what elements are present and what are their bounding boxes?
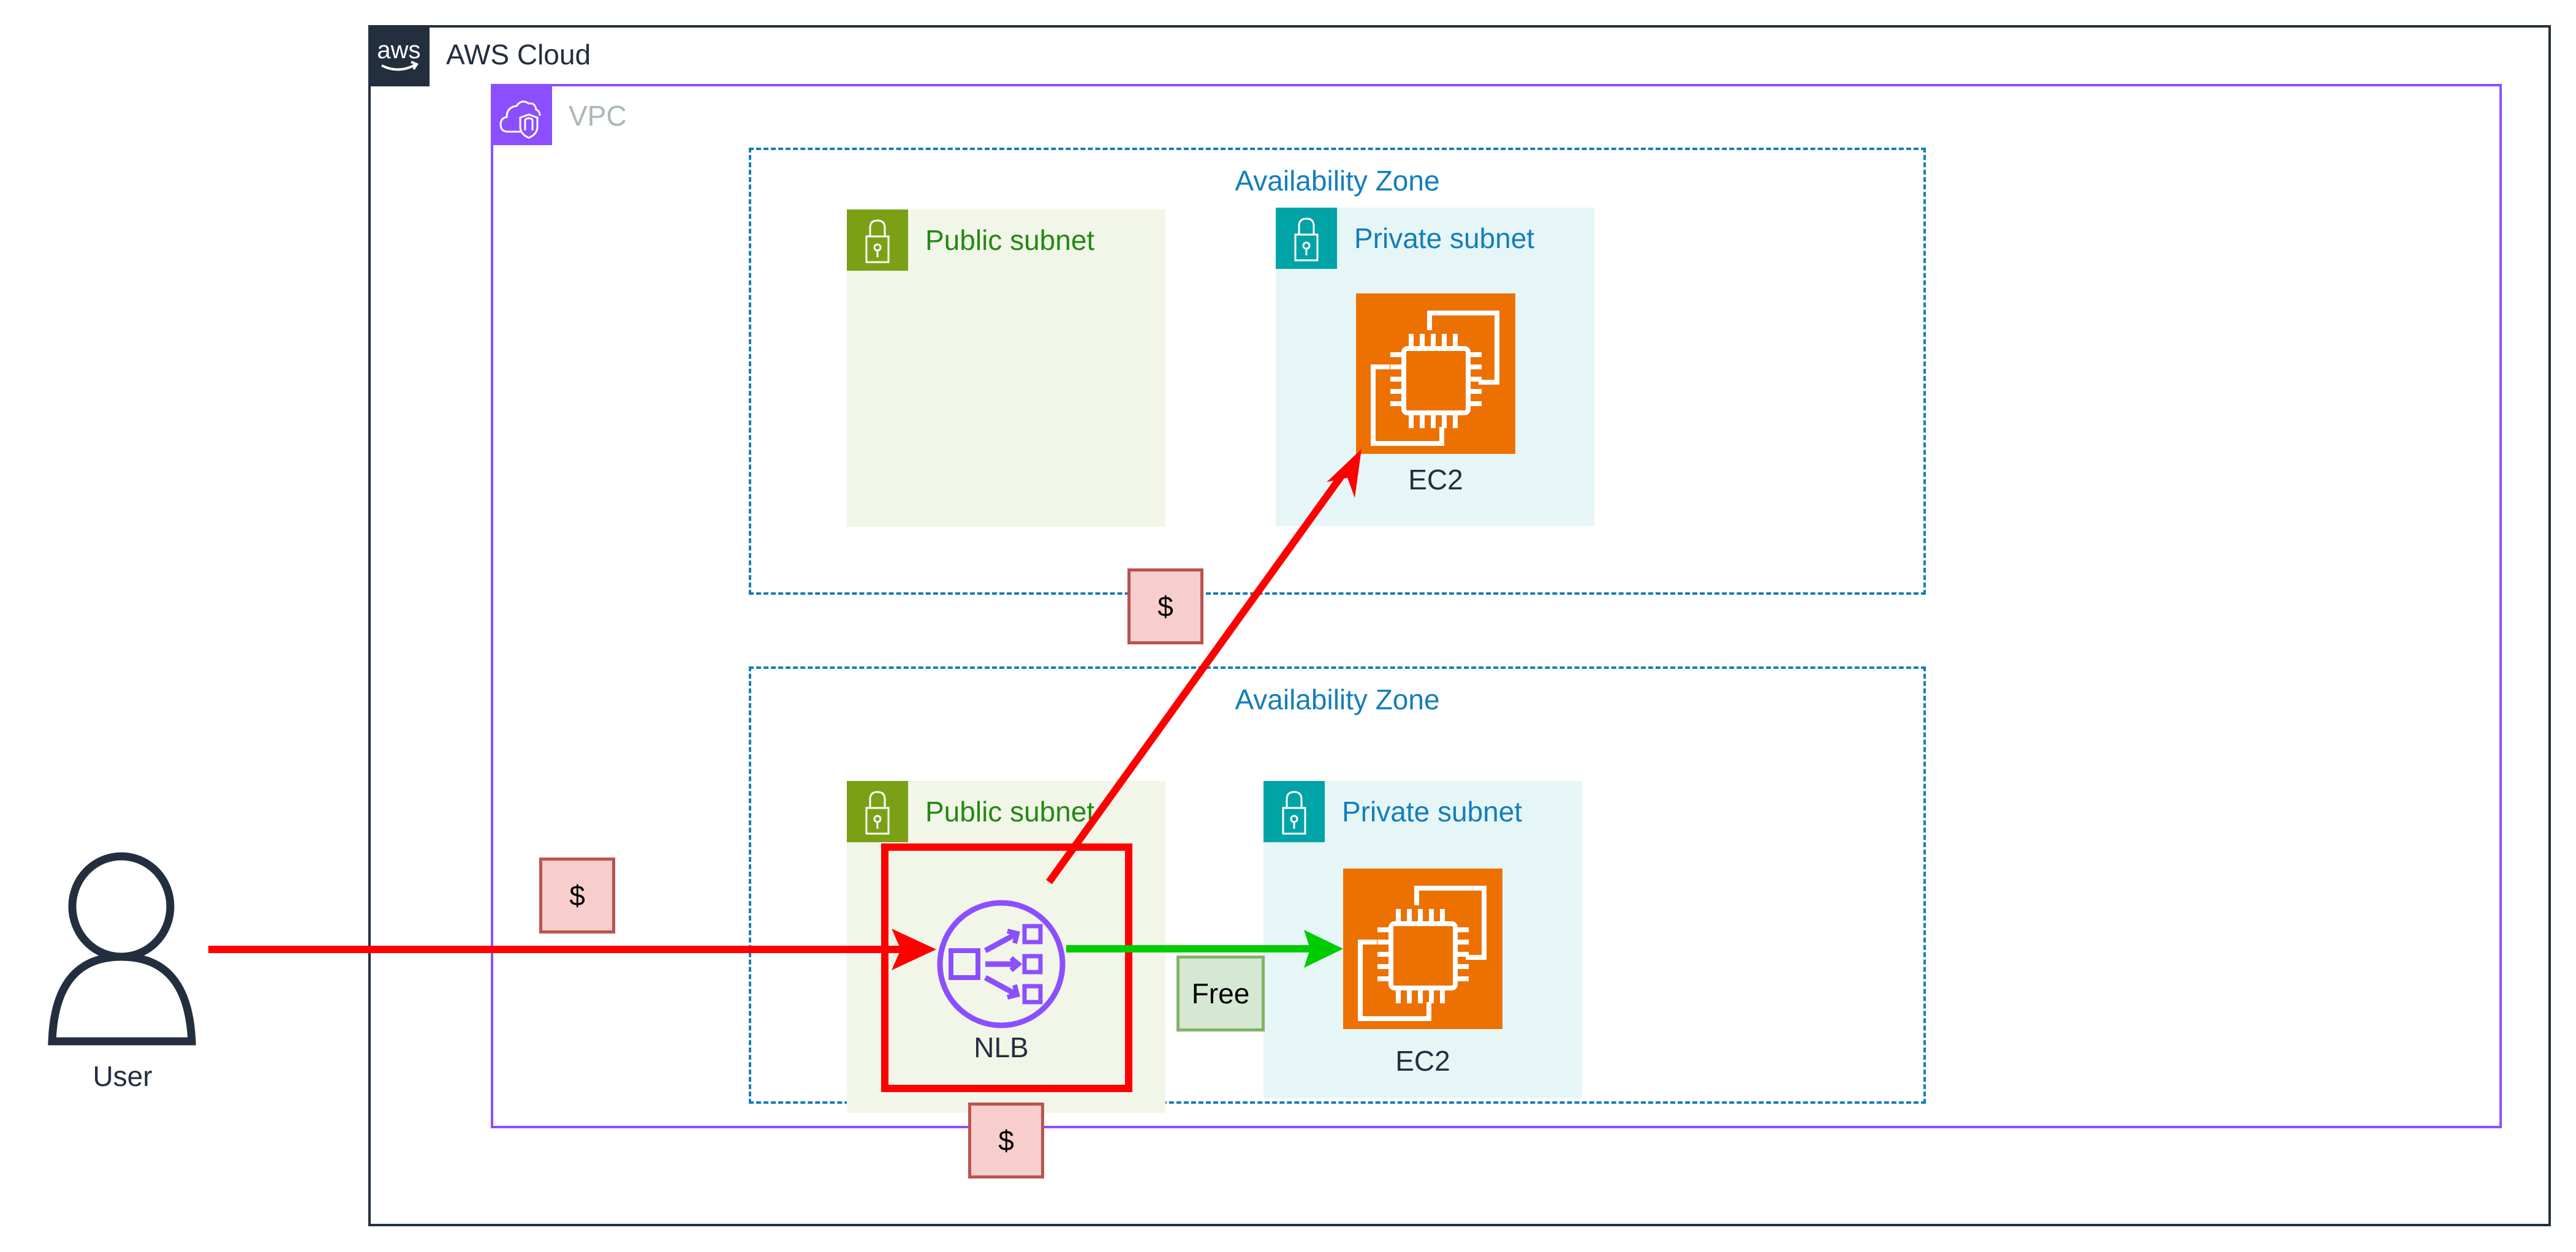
availability-zone-1-title: Availability Zone — [1235, 165, 1440, 197]
private-subnet-1-label: Private subnet — [1354, 222, 1535, 254]
ec2-2-label: EC2 — [1395, 1045, 1450, 1077]
aws-logo-icon: aws — [368, 25, 430, 86]
cost-badge: $ — [1127, 568, 1203, 644]
public-subnet-1-label: Public subnet — [925, 224, 1095, 256]
user-icon[interactable] — [34, 851, 211, 1047]
availability-zone-1 — [749, 148, 1926, 595]
svg-text:aws: aws — [377, 37, 420, 64]
cost-badge: $ — [539, 858, 615, 933]
private-subnet-2-label: Private subnet — [1342, 796, 1523, 828]
lock-icon — [1263, 781, 1325, 842]
vpc-cloud-shield-icon — [491, 84, 552, 145]
nlb-label: NLB — [974, 1031, 1029, 1063]
aws-cloud-title: AWS Cloud — [446, 39, 591, 70]
vpc-group — [491, 84, 2502, 1128]
public-subnet-2-label: Public subnet — [925, 796, 1095, 828]
free-badge: Free — [1176, 956, 1265, 1031]
ec2-instance-icon[interactable] — [1343, 869, 1502, 1029]
lock-icon — [1276, 208, 1337, 269]
vpc-title: VPC — [569, 100, 627, 132]
user-label: User — [93, 1060, 153, 1092]
nlb-to-ec2-az1-connector — [1046, 464, 1351, 884]
network-load-balancer-icon[interactable] — [936, 899, 1066, 1029]
lock-icon — [847, 781, 908, 842]
nlb-to-ec2-az1-arrowhead — [1327, 449, 1362, 498]
nlb-highlight-box — [881, 843, 1132, 1092]
nlb-to-ec2-az2-arrowhead — [1304, 930, 1343, 968]
availability-zone-2 — [749, 666, 1926, 1104]
ec2-instance-icon[interactable] — [1356, 293, 1515, 454]
cost-badge: $ — [968, 1103, 1044, 1178]
aws-cloud-group — [368, 25, 2551, 1226]
availability-zone-2-title: Availability Zone — [1235, 684, 1440, 715]
lock-icon — [847, 209, 908, 271]
user-to-nlb-arrowhead — [892, 929, 936, 970]
ec2-1-label: EC2 — [1408, 464, 1463, 496]
